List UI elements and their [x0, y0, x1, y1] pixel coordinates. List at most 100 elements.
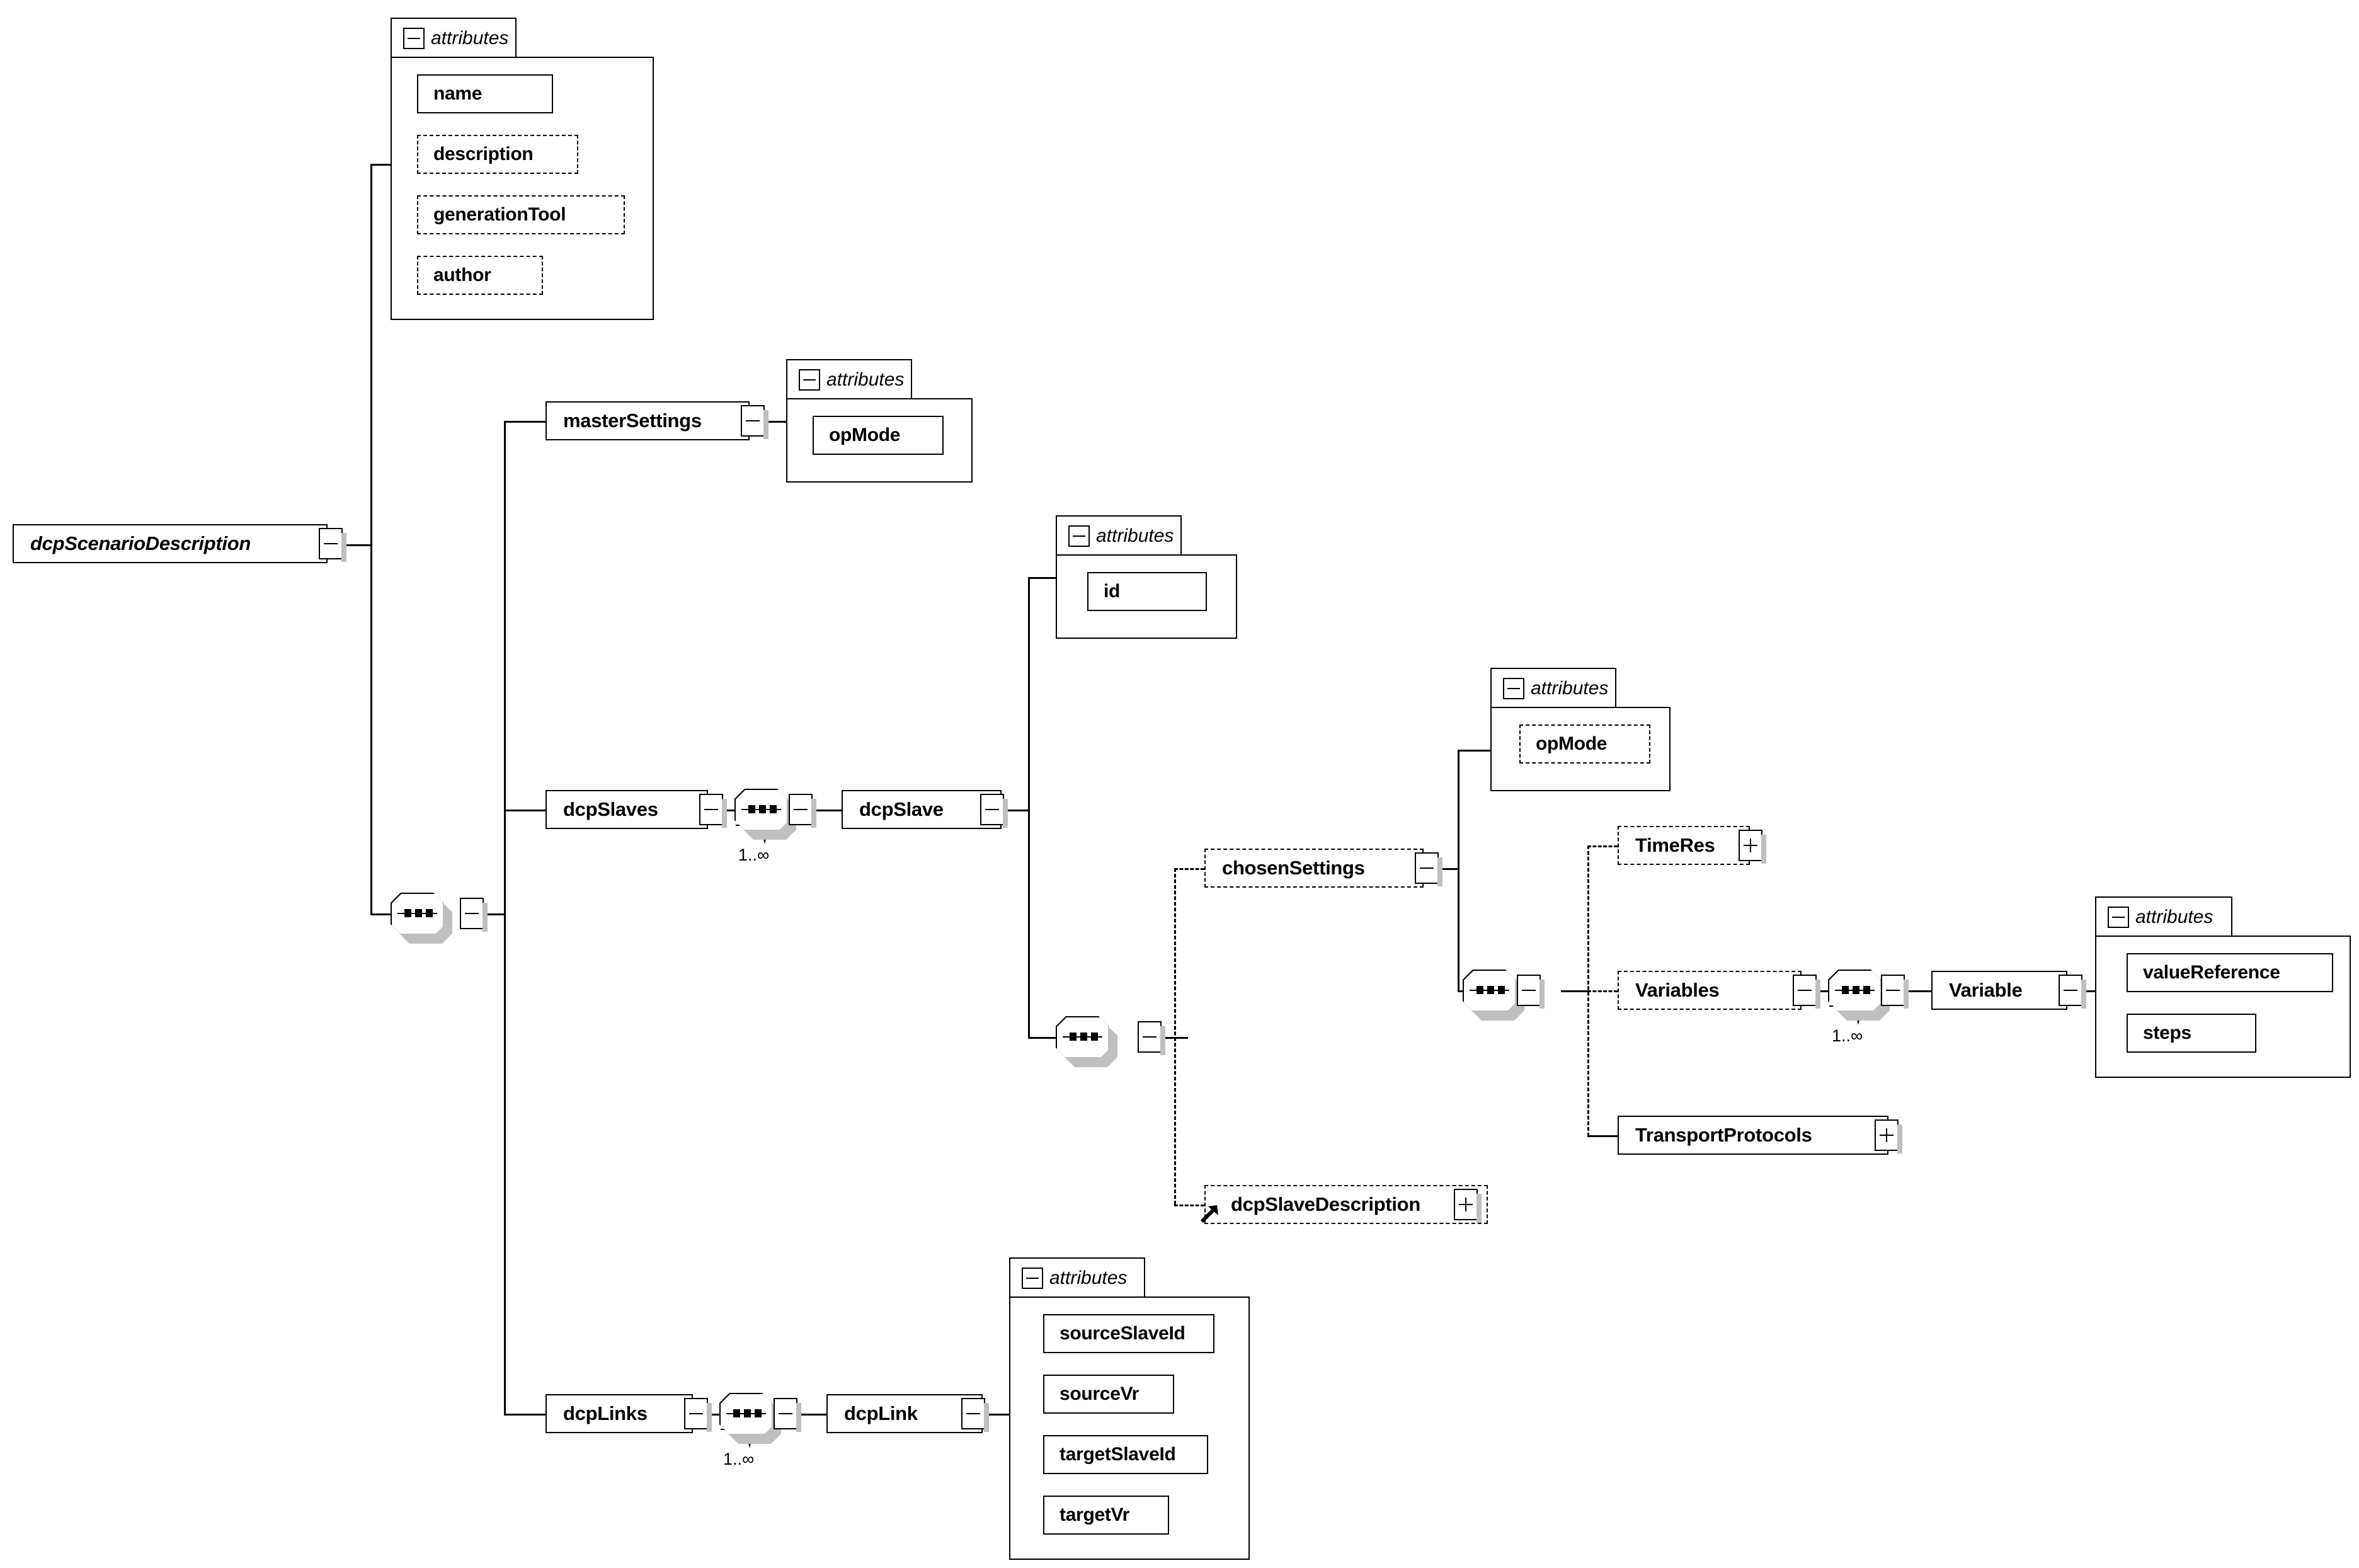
- occurrence-label-dcp-link: 1..∞: [723, 1450, 755, 1468]
- attributes-title: attributes: [1096, 525, 1174, 546]
- element-time-res[interactable]: TimeRes: [1618, 826, 1757, 872]
- attribute-label: opMode: [829, 425, 901, 445]
- attribute-label: name: [433, 83, 483, 104]
- attributes-title: attributes: [826, 369, 905, 390]
- attributes-tab: attributes: [786, 359, 912, 399]
- collapse-icon-settings-sequence[interactable]: [1517, 975, 1545, 1009]
- attribute-author[interactable]: author: [417, 256, 551, 302]
- collapse-icon[interactable]: [1503, 678, 1524, 699]
- sequence-compositor-icon-variable[interactable]: [1829, 970, 1880, 1010]
- collapse-icon-dcp-slave[interactable]: [980, 794, 1008, 828]
- connector-root-trunk: [370, 164, 372, 913]
- connector-main-distributor: [504, 421, 506, 1414]
- attribute-generation-tool[interactable]: generationTool: [417, 195, 632, 241]
- node-shadow: [23, 562, 335, 570]
- attribute-op-mode-master[interactable]: opMode: [813, 416, 951, 462]
- element-label: dcpScenarioDescription: [30, 532, 251, 554]
- sequence-compositor-icon-root[interactable]: [391, 893, 443, 934]
- attribute-label: valueReference: [2143, 962, 2280, 983]
- attribute-op-mode-chosen[interactable]: opMode: [1519, 724, 1658, 770]
- collapse-icon-dcp-slave-body-sequence[interactable]: [1138, 1021, 1165, 1055]
- element-dcp-slave-description[interactable]: dcpSlaveDescription: [1204, 1185, 1495, 1231]
- element-label: chosenSettings: [1222, 857, 1365, 879]
- collapse-icon-dcp-links[interactable]: [684, 1398, 712, 1432]
- collapse-icon-dcp-slave-sequence[interactable]: [789, 794, 816, 828]
- collapse-icon-variable-sequence[interactable]: [1881, 975, 1909, 1009]
- sequence-compositor-icon-settings[interactable]: [1463, 970, 1515, 1010]
- expand-icon-dcp-slave-description[interactable]: [1454, 1189, 1482, 1223]
- element-dcp-slave[interactable]: dcpSlave: [842, 790, 1009, 836]
- element-transport-protocols[interactable]: TransportProtocols: [1618, 1116, 1896, 1162]
- attribute-label: generationTool: [433, 204, 566, 225]
- element-dcp-links[interactable]: dcpLinks: [545, 1394, 700, 1440]
- occurrence-label-variable: 1..∞: [1832, 1026, 1863, 1045]
- connector-to-dcpslavedescription: [1174, 1205, 1204, 1206]
- expand-icon-transport-protocols[interactable]: [1875, 1119, 1902, 1153]
- connector-root-sequence: [370, 913, 391, 915]
- element-dcp-scenario-description[interactable]: dcpScenarioDescription: [13, 524, 335, 570]
- attribute-id[interactable]: id: [1087, 572, 1214, 618]
- collapse-icon-dcp-slaves[interactable]: [699, 794, 727, 828]
- occurrence-label-dcp-slave: 1..∞: [738, 845, 770, 864]
- connector-seq-out: [484, 913, 505, 915]
- element-label: dcpSlaves: [563, 798, 658, 820]
- collapse-icon-variable[interactable]: [2059, 975, 2086, 1009]
- connector-dcpslave-seq2: [1028, 1037, 1056, 1039]
- attribute-label: sourceSlaveId: [1060, 1323, 1185, 1344]
- element-label: Variable: [1949, 979, 2023, 1001]
- attributes-box-dcp-slave: attributes: [1056, 515, 1237, 639]
- attribute-name[interactable]: name: [417, 74, 561, 120]
- element-dcp-link[interactable]: dcpLink: [826, 1394, 990, 1440]
- attribute-source-slave-id[interactable]: sourceSlaveId: [1043, 1314, 1222, 1360]
- collapse-icon[interactable]: [1068, 525, 1090, 547]
- element-label: dcpLinks: [563, 1402, 648, 1424]
- element-chosen-settings[interactable]: chosenSettings: [1204, 849, 1431, 895]
- collapse-icon[interactable]: [1022, 1268, 1043, 1289]
- attribute-steps[interactable]: steps: [2127, 1014, 2264, 1060]
- connector-root-attributes: [370, 164, 391, 166]
- collapse-icon-dcp-link[interactable]: [961, 1398, 989, 1432]
- collapse-icon-dcp-link-sequence[interactable]: [774, 1398, 801, 1432]
- collapse-icon[interactable]: [403, 28, 425, 49]
- connector-seq3-out: [1561, 990, 1589, 992]
- connector-seq-variable: [1904, 990, 1931, 992]
- collapse-icon-chosen-settings[interactable]: [1415, 852, 1442, 886]
- connector-to-variables: [1587, 990, 1618, 992]
- connector-root-out: [345, 544, 372, 546]
- connector-to-dcpslaves: [504, 810, 545, 811]
- attribute-label: description: [433, 144, 534, 164]
- sequence-compositor-icon-dcp-slave[interactable]: [735, 789, 787, 830]
- attribute-value-reference[interactable]: valueReference: [2127, 953, 2341, 999]
- attributes-tab: attributes: [1009, 1257, 1145, 1298]
- attribute-label: author: [433, 265, 491, 285]
- attributes-title: attributes: [1531, 678, 1609, 699]
- collapse-icon-variables[interactable]: [1793, 975, 1820, 1009]
- attribute-target-vr[interactable]: targetVr: [1043, 1496, 1177, 1542]
- attribute-source-vr[interactable]: sourceVr: [1043, 1375, 1182, 1421]
- element-dcp-slaves[interactable]: dcpSlaves: [545, 790, 716, 836]
- attribute-label: id: [1104, 581, 1121, 602]
- connector-to-transportprotocols: [1587, 1135, 1618, 1137]
- expand-icon-time-res[interactable]: [1739, 830, 1766, 864]
- attribute-label: targetSlaveId: [1060, 1444, 1176, 1465]
- collapse-icon-root-sequence[interactable]: [460, 898, 488, 932]
- element-variable[interactable]: Variable: [1931, 971, 2075, 1017]
- collapse-icon-master-settings[interactable]: [741, 405, 768, 439]
- attribute-description[interactable]: description: [417, 135, 586, 181]
- attributes-title: attributes: [1049, 1268, 1128, 1288]
- attribute-label: opMode: [1536, 733, 1608, 754]
- sequence-compositor-icon-dcp-slave-body[interactable]: [1056, 1017, 1108, 1057]
- collapse-icon[interactable]: [2108, 907, 2129, 928]
- element-label: dcpSlaveDescription: [1231, 1193, 1420, 1215]
- element-label: TimeRes: [1635, 834, 1715, 856]
- connector-dcplink-attributes: [983, 1414, 1009, 1416]
- collapse-icon[interactable]: [799, 369, 820, 391]
- element-variables[interactable]: Variables: [1618, 971, 1809, 1017]
- element-master-settings[interactable]: masterSettings: [545, 401, 757, 447]
- attributes-tab: attributes: [391, 18, 517, 58]
- element-label: dcpLink: [844, 1402, 918, 1424]
- sequence-compositor-icon-dcp-link[interactable]: [720, 1393, 772, 1434]
- attribute-target-slave-id[interactable]: targetSlaveId: [1043, 1435, 1216, 1481]
- collapse-icon-root[interactable]: [319, 528, 346, 562]
